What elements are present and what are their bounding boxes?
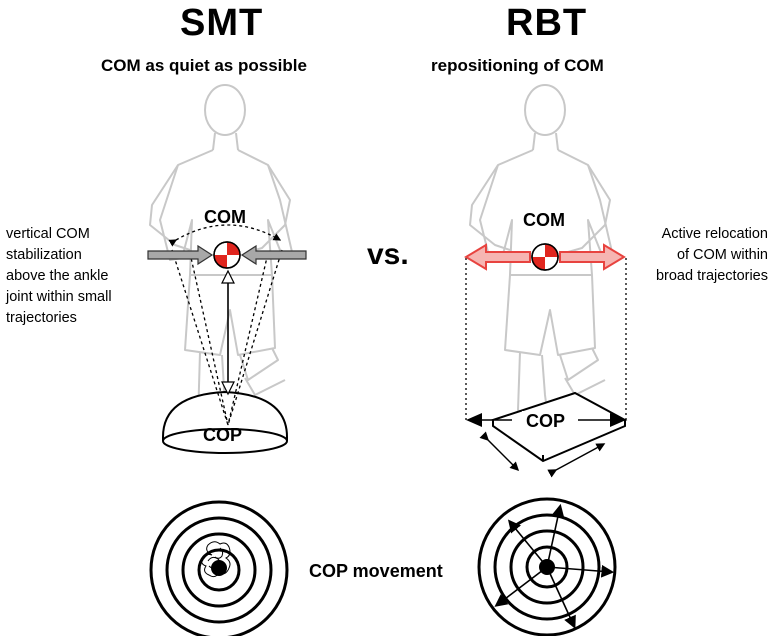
com-projection-dotted: [465, 258, 627, 420]
rbt-note-line: Active relocation: [661, 226, 768, 242]
vs-label: vs.: [367, 238, 409, 271]
rbt-athlete-figure: [469, 84, 613, 421]
com-cone-dashed: [168, 224, 283, 428]
smt-title: SMT: [180, 2, 264, 44]
smt-note-line: stabilization: [6, 247, 82, 263]
smt-note-line: joint within small: [6, 289, 112, 305]
cop-vectors-right: [494, 503, 615, 629]
smt-subtitle: COM as quiet as possible: [101, 56, 307, 75]
cop-movement-label: COP movement: [309, 561, 443, 581]
rbt-subtitle: repositioning of COM: [431, 56, 604, 75]
com-symbol-left: [213, 241, 241, 269]
cop-target-left: [149, 500, 289, 636]
cop-label-left: COP: [203, 425, 243, 445]
smt-note-line: vertical COM: [6, 226, 90, 242]
com-label-right: COM: [523, 210, 565, 230]
board-tilt-arrows: [479, 431, 606, 478]
red-outward-arrows: [464, 243, 626, 271]
cop-center-left: [211, 560, 227, 576]
cop-target-right: [477, 497, 617, 636]
cop-label-right: COP: [522, 411, 570, 432]
smt-athlete-figure: [149, 84, 293, 431]
com-symbol-right: [531, 243, 559, 271]
rbt-title: RBT: [506, 2, 588, 44]
smt-note-line: trajectories: [6, 310, 77, 326]
gray-inward-arrows: [147, 244, 307, 266]
cop-center-right: [539, 559, 555, 575]
smt-note: vertical COM stabilization above the ank…: [6, 224, 112, 329]
com-label-left: COM: [204, 207, 246, 227]
rbt-note-line: of COM within: [676, 247, 768, 263]
rbt-note-line: broad trajectories: [655, 268, 768, 284]
rbt-note: Active relocation of COM within broad tr…: [656, 224, 768, 287]
smt-note-line: above the ankle: [6, 268, 109, 284]
board-edge-arrows: [466, 413, 626, 427]
vertical-double-arrow: [221, 269, 235, 396]
balance-dome: [162, 390, 288, 454]
